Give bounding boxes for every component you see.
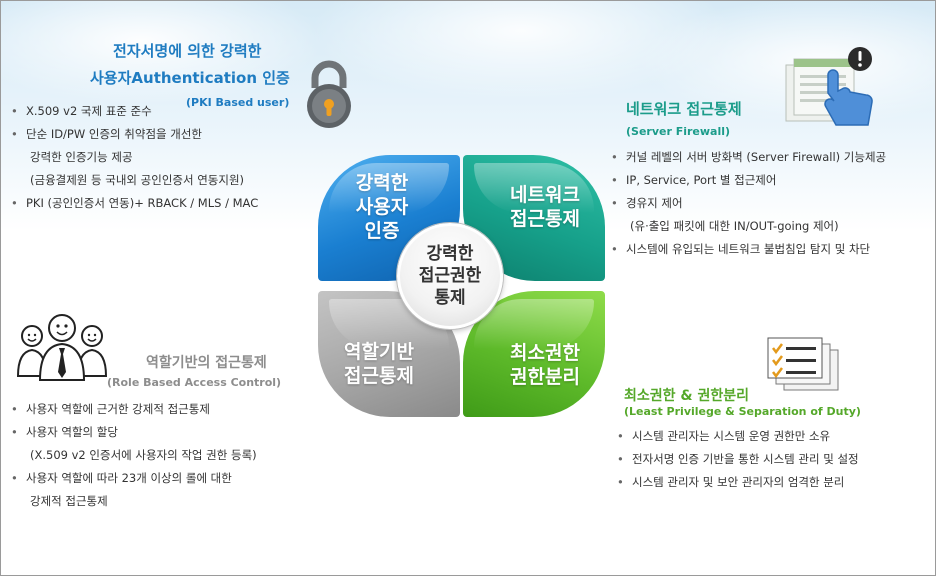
firewall-hand-icon <box>782 45 882 135</box>
network-bullet-continuation: (유·출입 패킷에 대한 IN/OUT-going 제어) <box>630 219 839 233</box>
privilege-bullet-list: 시스템 관리자는 시스템 운영 권한만 소유 전자서명 인증 기반을 통한 시스… <box>612 425 859 494</box>
auth-bullet-item: 단순 ID/PW 인증의 취약점을 개선한 <box>6 123 258 146</box>
auth-title-line1: 전자서명에 의한 강력한 <box>113 42 262 60</box>
checklist-documents-icon <box>766 336 842 394</box>
padlock-icon <box>302 58 356 130</box>
privilege-subtitle: (Least Privilege & Separation of Duty) <box>624 405 861 418</box>
rbac-bullet-item: 사용자 역할에 근거한 강제적 접근통제 <box>6 398 257 421</box>
privilege-bullet-item: 시스템 관리자는 시스템 운영 권한만 소유 <box>612 425 859 448</box>
rbac-bullet-item: 사용자 역할에 따라 23개 이상의 롤에 대한 <box>6 467 257 490</box>
center-access-control-circle: 강력한 접근권한 통제 <box>397 223 503 329</box>
network-bullet-item: 커널 레벨의 서버 방화벽 (Server Firewall) 기능제공 <box>606 146 886 169</box>
auth-bullet-list: X.509 v2 국제 표준 준수 단순 ID/PW 인증의 취약점을 개선한 … <box>6 100 258 215</box>
rbac-bullet-continuation: (X.509 v2 인증서에 사용자의 작업 권한 등록) <box>30 448 257 462</box>
auth-bullet-item: PKI (공인인증서 연동)+ RBACK / MLS / MAC <box>6 192 258 215</box>
network-bullet-item: IP, Service, Port 별 접근제어 <box>606 169 886 192</box>
users-group-icon <box>16 312 108 384</box>
privilege-title: 최소권한 & 권한분리 <box>624 388 749 404</box>
network-bullet-list: 커널 레벨의 서버 방화벽 (Server Firewall) 기능제공 IP,… <box>606 146 886 261</box>
network-bullet-item: 경유지 제어 <box>606 192 886 215</box>
rbac-title: 역할기반의 접근통제 <box>146 355 267 371</box>
rbac-bullet-item: 사용자 역할의 할당 <box>6 421 257 444</box>
auth-bullet-item: X.509 v2 국제 표준 준수 <box>6 100 258 123</box>
auth-bullet-continuation: 강력한 인증기능 제공 <box>30 150 133 164</box>
rbac-subtitle: (Role Based Access Control) <box>107 376 282 389</box>
rbac-bullet-continuation: 강제적 접근통제 <box>30 494 108 508</box>
network-subtitle: (Server Firewall) <box>626 125 731 138</box>
privilege-bullet-item: 시스템 관리자 및 보안 관리자의 엄격한 분리 <box>612 471 859 494</box>
network-title: 네트워크 접근통제 <box>626 100 742 118</box>
network-bullet-item: 시스템에 유입되는 네트워크 불법침입 탐지 및 차단 <box>606 238 886 261</box>
auth-title-line2: 사용자Authentication 인증 <box>90 69 290 87</box>
auth-bullet-continuation: (금융결제원 등 국내외 공인인증서 연동지원) <box>30 173 245 187</box>
rbac-bullet-list: 사용자 역할에 근거한 강제적 접근통제 사용자 역할의 할당 (X.509 v… <box>6 398 257 513</box>
privilege-bullet-item: 전자서명 인증 기반을 통한 시스템 관리 및 설정 <box>612 448 859 471</box>
